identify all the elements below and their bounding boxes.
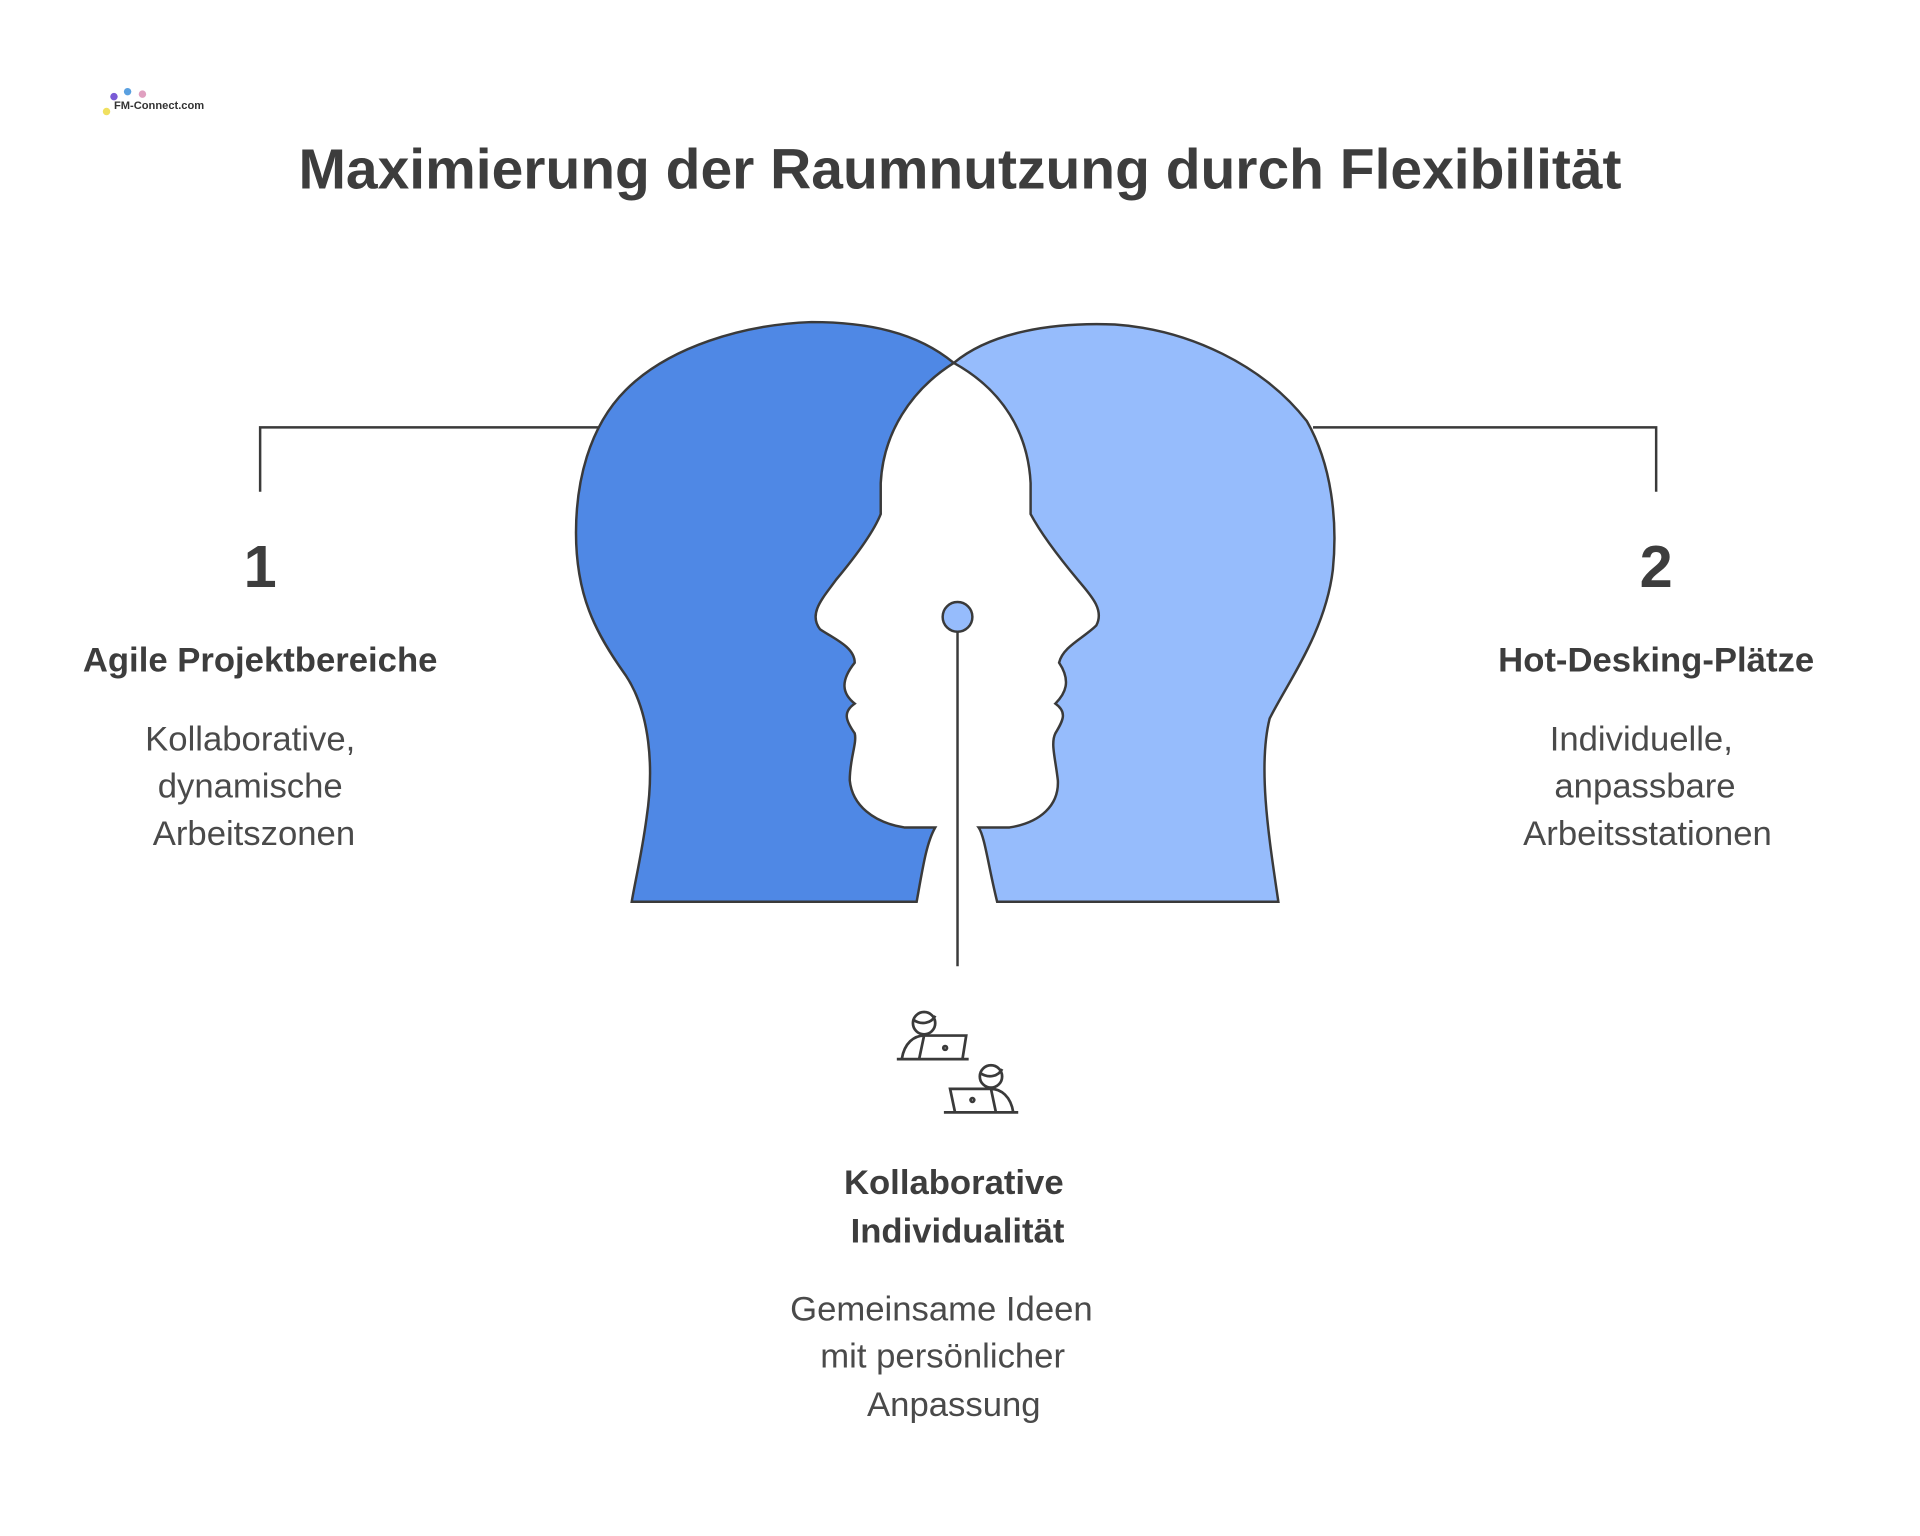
item-desc-line: anpassbare xyxy=(1554,768,1735,806)
item-desc-line: Kollaborative, xyxy=(145,721,355,759)
item-heading: Agile Projektbereiche xyxy=(83,641,438,679)
people-laptop-icon xyxy=(896,1010,1019,1114)
item-agile-projektbereiche: 1 Agile Projektbereiche Kollaborative, d… xyxy=(83,533,438,853)
item-number: 2 xyxy=(1640,533,1673,600)
item-desc-line: Arbeitszonen xyxy=(153,815,355,853)
center-heading: Individualität xyxy=(851,1212,1065,1250)
logo-text: FM-Connect.com xyxy=(114,100,204,112)
page-title: Maximierung der Raumnutzung durch Flexib… xyxy=(298,137,1621,201)
center-desc-line: mit persönlicher xyxy=(820,1338,1065,1376)
item-heading: Hot-Desking-Plätze xyxy=(1498,641,1814,679)
center-dot xyxy=(941,600,974,633)
center-desc-line: Anpassung xyxy=(867,1386,1040,1424)
item-number: 1 xyxy=(244,533,277,600)
connectors xyxy=(258,426,1658,967)
item-hot-desking: 2 Hot-Desking-Plätze Individuelle, anpas… xyxy=(1498,533,1814,853)
connector-right xyxy=(1313,426,1658,492)
center-heading: Kollaborative xyxy=(844,1164,1064,1202)
right-head xyxy=(951,322,1336,904)
item-desc-line: Arbeitsstationen xyxy=(1523,815,1772,853)
left-head xyxy=(574,320,956,904)
item-center: Kollaborative Individualität Gemeinsame … xyxy=(790,1164,1093,1424)
item-desc-line: Individuelle, xyxy=(1550,721,1733,759)
connector-left xyxy=(258,426,604,492)
logo: FM-Connect.com xyxy=(102,87,204,116)
item-desc-line: dynamische xyxy=(158,768,343,806)
center-desc-line: Gemeinsame Ideen xyxy=(790,1290,1093,1328)
